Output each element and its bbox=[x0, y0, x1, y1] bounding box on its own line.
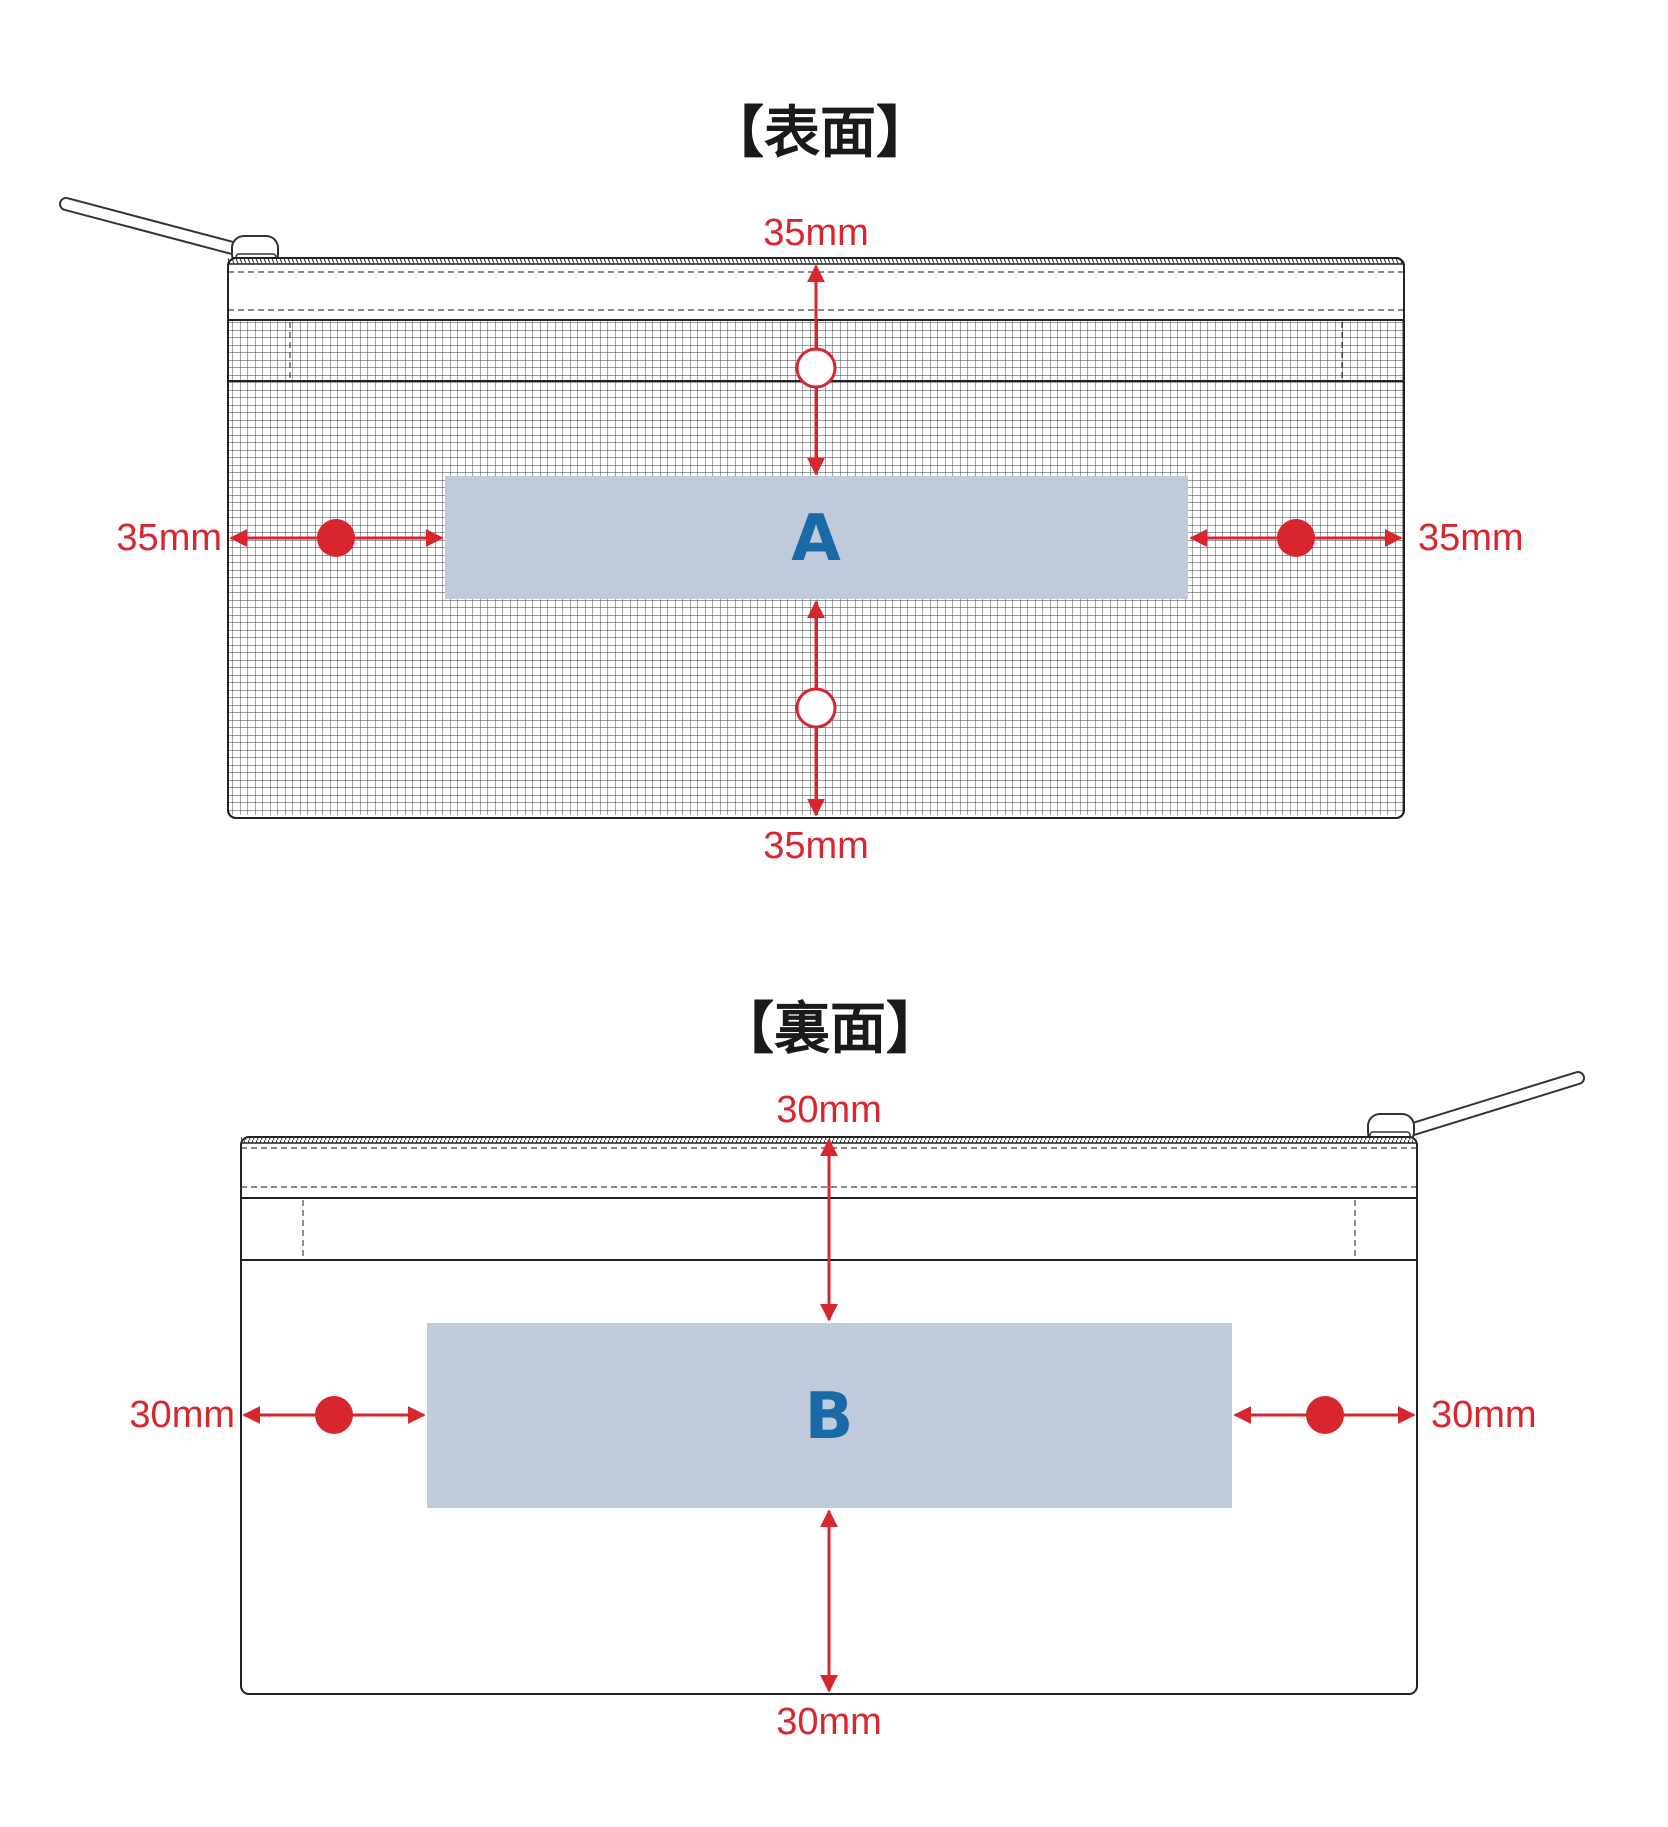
back-print-area-label: B bbox=[805, 1380, 854, 1454]
back-dim-top-label: 30mm bbox=[776, 1089, 882, 1131]
front-dim-right-label: 35mm bbox=[1418, 517, 1524, 559]
front-print-area bbox=[445, 476, 1188, 599]
front-zipper-pull-icon bbox=[59, 197, 279, 267]
front-dim-top-label: 35mm bbox=[763, 212, 869, 254]
front-view: 【表面】 A 35mm bbox=[59, 101, 1524, 867]
back-dim-bottom-label: 30mm bbox=[776, 1701, 882, 1743]
front-dimension-bottom bbox=[795, 600, 837, 817]
back-print-area bbox=[427, 1323, 1232, 1508]
back-zipper-pull-icon bbox=[1367, 1071, 1585, 1145]
back-dim-left-label: 30mm bbox=[129, 1394, 235, 1436]
front-print-area-label: A bbox=[791, 502, 841, 576]
back-dim-right-label: 30mm bbox=[1431, 1394, 1537, 1436]
front-dim-left-label: 35mm bbox=[116, 517, 222, 559]
front-dimension-right bbox=[1189, 519, 1403, 557]
front-dimension-left bbox=[229, 519, 444, 557]
back-view: 【裏面】 B 30mm 3 bbox=[129, 997, 1585, 1743]
front-dim-bottom-label: 35mm bbox=[763, 825, 869, 867]
back-title: 【裏面】 bbox=[718, 997, 942, 1062]
back-dimension-right bbox=[1233, 1396, 1416, 1434]
front-title: 【表面】 bbox=[708, 101, 932, 166]
front-dimension-top bbox=[795, 264, 837, 476]
back-dimension-left bbox=[242, 1396, 426, 1434]
